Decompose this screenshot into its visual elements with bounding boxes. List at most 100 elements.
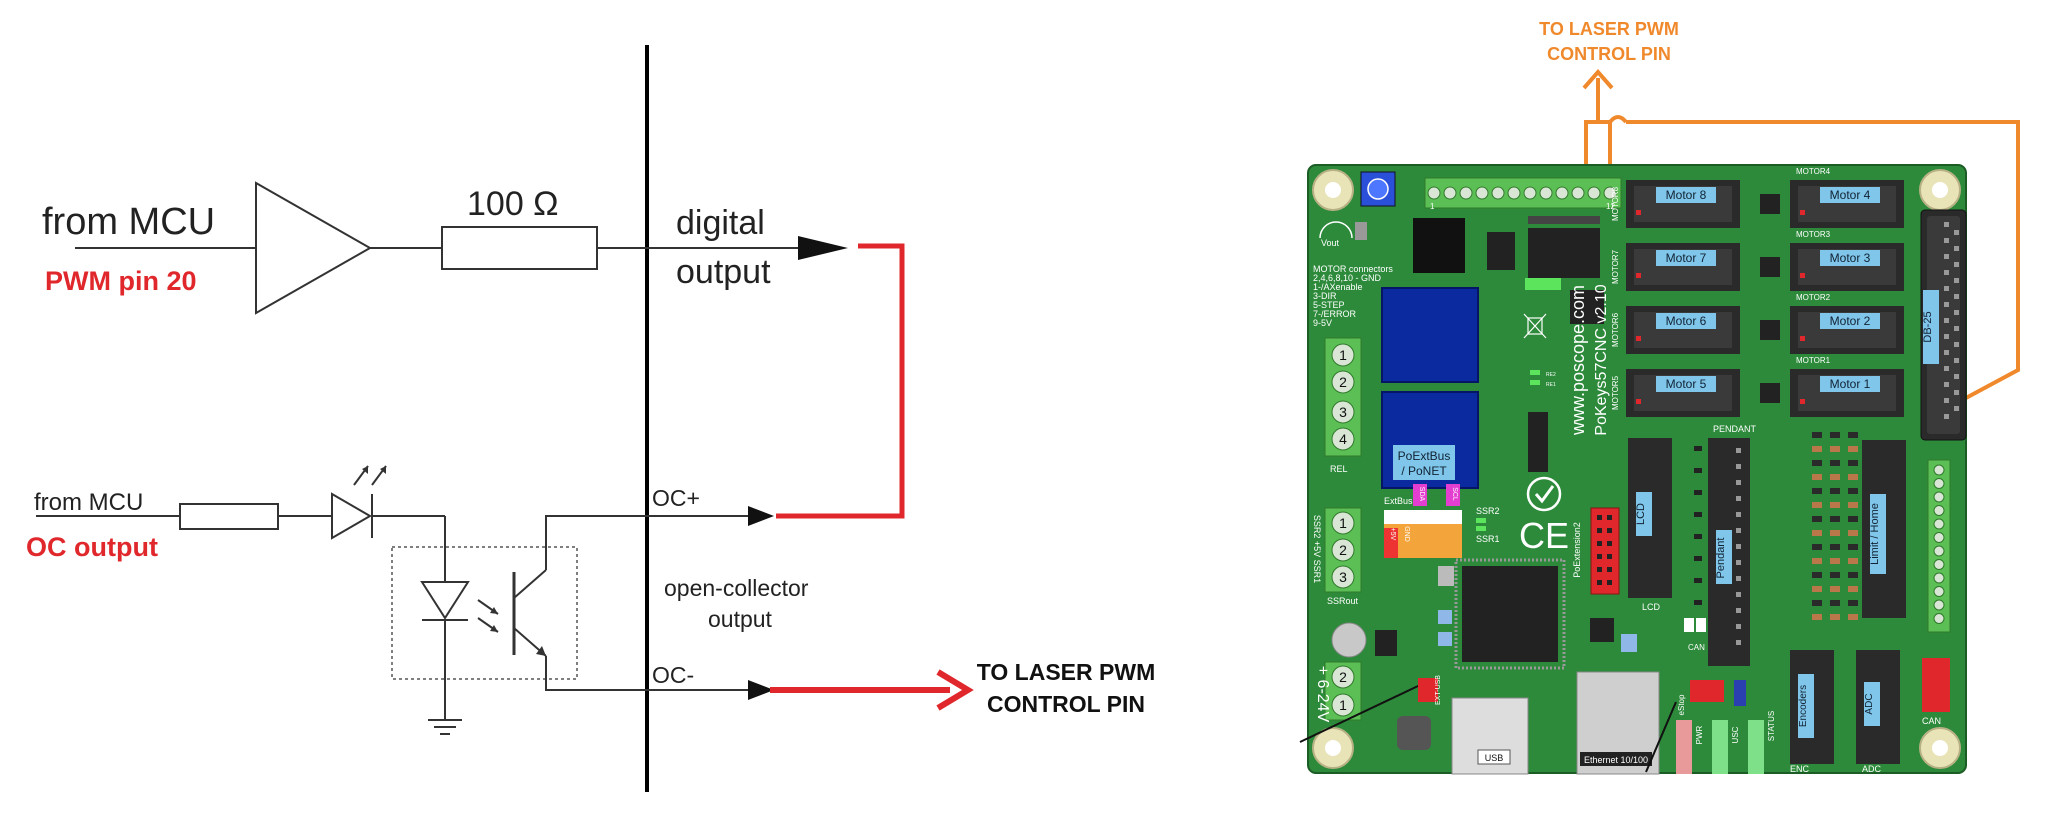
passive-part: [1830, 586, 1840, 592]
passive-part: [1812, 530, 1822, 536]
passive-part: [1848, 530, 1858, 536]
poextbus-line2: / PoNET: [1401, 464, 1447, 478]
pendant-pin: [1736, 592, 1741, 597]
passive-part: [1830, 600, 1840, 606]
motor-side-label: MOTOR8: [1611, 186, 1620, 221]
svg-text:3: 3: [1339, 404, 1347, 420]
svg-text:1: 1: [1339, 347, 1347, 363]
pokeys-board: TO LASER PWM CONTROL PIN Vout MOTOR conn…: [1299, 19, 2020, 775]
ic-small-4: [1590, 618, 1614, 642]
motor-label: Motor 4: [1830, 188, 1871, 202]
gnd-label: GND: [1403, 526, 1410, 542]
weee-icon: [1523, 313, 1547, 339]
check-icon: [1526, 476, 1562, 512]
motor-label: Motor 7: [1666, 251, 1707, 265]
re1-label: RE1: [1546, 382, 1556, 388]
passive-part: [1812, 460, 1822, 466]
encoders-label: Encoders: [1798, 685, 1809, 727]
db25-pin: [1954, 230, 1959, 235]
pendant-pin: [1736, 464, 1741, 469]
terminal-screw: [1443, 186, 1457, 200]
motor-label: Motor 1: [1830, 377, 1871, 391]
db25-pin: [1954, 294, 1959, 299]
svg-text:3: 3: [1339, 569, 1347, 585]
vout-label: Vout: [1321, 238, 1340, 248]
passive-part: [1812, 600, 1822, 606]
passive-part: [1848, 614, 1858, 620]
oc-minus-label: OC-: [652, 662, 694, 688]
motor-label-bg: [1656, 376, 1716, 392]
terminal-screw: [1587, 186, 1601, 200]
adc-label: ADC: [1864, 693, 1875, 714]
poextbus-line1: PoExtBus: [1398, 449, 1451, 463]
terminal-screw: [1571, 186, 1585, 200]
svg-text:2,4,6,8,10 - GND: 2,4,6,8,10 - GND: [1313, 273, 1382, 283]
ssr-pins: 1 2 3: [1331, 511, 1355, 589]
poextension-label: PoExtension2: [1572, 522, 1582, 578]
scl-pad: [1446, 484, 1460, 506]
db25-pin: [1954, 342, 1959, 347]
ic-small-1: [1487, 232, 1515, 270]
passive-part: [1812, 544, 1822, 550]
pendant-label-bg: [1716, 530, 1732, 584]
db25-pin: [1954, 374, 1959, 379]
motor-side-label: MOTOR7: [1611, 249, 1620, 284]
terminal-screw: [1475, 186, 1489, 200]
usc-label: USC: [1731, 726, 1740, 743]
terminal-screw: [1933, 532, 1945, 543]
vout-arc: [1319, 221, 1353, 239]
terminal-screw: [1459, 186, 1473, 200]
status-label: STATUS: [1767, 711, 1776, 741]
passive-part: [1848, 572, 1858, 578]
can-small-label: CAN: [1688, 643, 1705, 652]
regulator-chip: [1413, 218, 1465, 273]
plus5v-pad: [1384, 528, 1398, 558]
terminal-screw: [1933, 572, 1945, 584]
from-mcu-top: from MCU: [42, 201, 215, 243]
passive-part: [1694, 534, 1702, 539]
passive-part: [1848, 600, 1858, 606]
db25-pin: [1944, 254, 1949, 259]
website-label: www.poscope.com: [1568, 285, 1588, 436]
oc-minus-wire: [545, 656, 770, 691]
motor-label: Motor 6: [1666, 314, 1707, 328]
model-label: PoKeys57CNC v2.10: [1593, 284, 1610, 435]
usb-label: USB: [1485, 753, 1504, 763]
header-pin: [1597, 515, 1602, 520]
output-label: output: [676, 253, 771, 291]
passive-part: [1830, 614, 1840, 620]
right-terminal-pins: [1933, 464, 1945, 624]
terminal-screw: [1933, 613, 1945, 624]
pin1-marker: [1636, 399, 1641, 404]
motor-label-bg: [1820, 376, 1880, 392]
motor-label: Motor 3: [1830, 251, 1871, 265]
passive-part: [1694, 468, 1702, 473]
svg-text:1-/AXenable: 1-/AXenable: [1313, 282, 1363, 292]
terminal-screw: [1427, 186, 1441, 200]
driver-ic: [1760, 383, 1780, 403]
pendant-pin: [1736, 560, 1741, 565]
header-pin: [1607, 554, 1612, 559]
pwr-label: PWR: [1695, 725, 1704, 744]
led-diode: [331, 492, 372, 540]
motor-label: Motor 5: [1666, 377, 1707, 391]
svg-text:7-/ERROR: 7-/ERROR: [1313, 309, 1357, 319]
pwm-pin-label: PWM pin 20: [45, 266, 197, 296]
db25-pin: [1944, 382, 1949, 387]
pin1-marker: [1800, 210, 1805, 215]
buffer-amplifier: [255, 181, 373, 315]
passive-part: [1694, 512, 1702, 517]
db25-pin: [1944, 222, 1949, 227]
motor-info: MOTOR connectors 2,4,6,8,10 - GND 1-/AXe…: [1313, 264, 1393, 328]
db25-label-bg: [1923, 290, 1939, 364]
header-pin: [1597, 580, 1602, 585]
passive-part: [1830, 516, 1840, 522]
passive-part: [1848, 474, 1858, 480]
limit-home-label: Limit / Home: [1869, 503, 1881, 565]
db25-pin: [1944, 366, 1949, 371]
db25-pin: [1944, 286, 1949, 291]
passive-part: [1812, 446, 1822, 452]
